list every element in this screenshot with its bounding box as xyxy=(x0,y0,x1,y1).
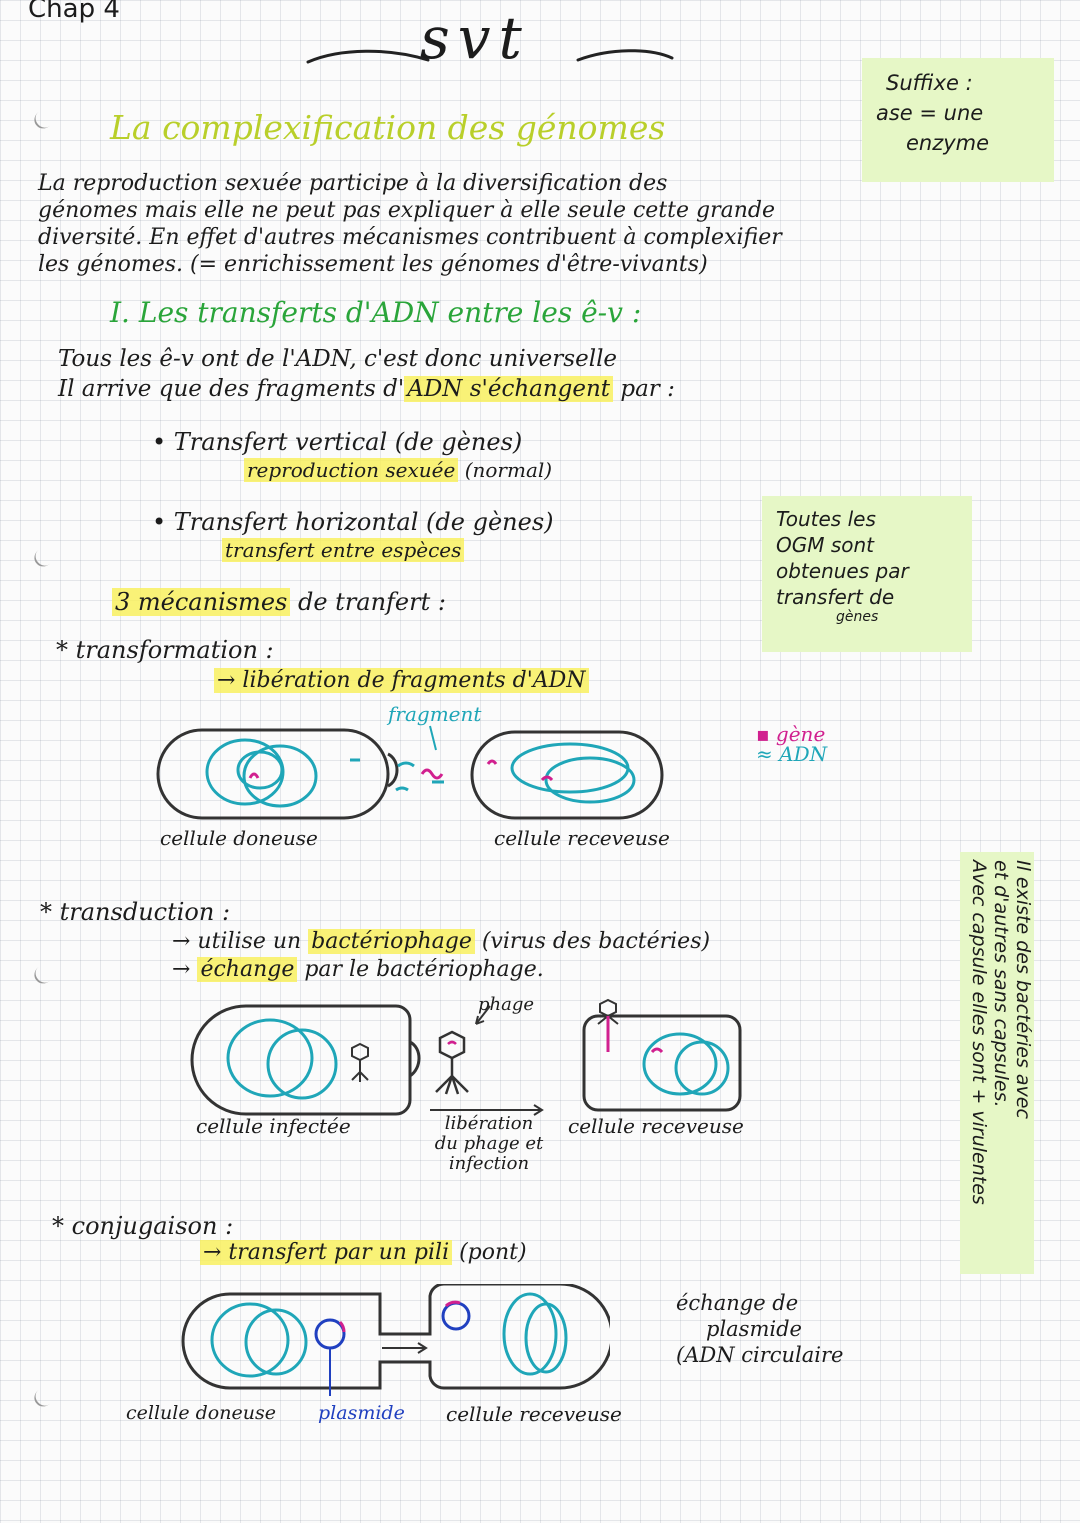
legend: ▪ gène ≈ ADN xyxy=(756,722,828,766)
donor-cell-3-label: cellule doneuse xyxy=(126,1402,276,1424)
phage-label: phage xyxy=(478,994,535,1015)
margin-mark xyxy=(30,960,58,988)
donor-gene xyxy=(248,772,260,779)
phage-attached-icon xyxy=(597,998,619,1052)
transformation-title: * transformation : xyxy=(56,636,274,664)
transformation-arrow: → libération de fragments d'ADN xyxy=(214,668,589,693)
recipient-plasmid xyxy=(441,1301,471,1331)
intro-paragraph: La reproduction sexuée participe à la di… xyxy=(38,171,782,277)
infected-dna xyxy=(226,1018,338,1100)
recipient-dna-2 xyxy=(642,1032,730,1096)
transduction-title: * transduction : xyxy=(40,898,231,926)
margin-mark xyxy=(30,1383,58,1411)
echange-note: échange de plasmide (ADN circulaire xyxy=(676,1291,844,1367)
page-title: La complexification des génomes xyxy=(110,108,666,147)
infected-cell xyxy=(190,1004,412,1116)
recipient-cell-2 xyxy=(582,1014,742,1112)
vertical-transfer-sub: reproduction sexuée (normal) xyxy=(244,458,552,482)
recipient-dna-3 xyxy=(502,1292,568,1376)
section-intro: Tous les ê-v ont de l'ADN, c'est donc un… xyxy=(58,346,675,402)
donor-cell xyxy=(156,728,390,820)
horizontal-transfer-sub: transfert entre espèces xyxy=(222,538,465,562)
plasmide-label: plasmide xyxy=(318,1402,405,1424)
subject-title: svt xyxy=(420,4,530,72)
donor-plasmid xyxy=(314,1318,346,1350)
horizontal-transfer: • Transfert horizontal (de gènes) xyxy=(152,508,554,536)
subject-flourish xyxy=(306,49,674,64)
conjugaison-arrow: → transfert par un pili (pont) xyxy=(200,1240,527,1265)
chapter-label: Chap 4 xyxy=(28,0,120,24)
vertical-transfer: • Transfert vertical (de gènes) xyxy=(152,428,523,456)
phage-small-icon xyxy=(351,1042,369,1082)
legend-gene-marker: ▪ xyxy=(756,722,776,746)
fragment-label: fragment xyxy=(388,702,482,726)
mecanismes-line: 3 mécanismes de tranfert : xyxy=(112,588,446,616)
gene-fragment xyxy=(420,768,444,780)
liberation-label: libération du phage et infection xyxy=(434,1113,544,1174)
donor-dna-3 xyxy=(210,1302,308,1378)
margin-mark xyxy=(30,543,58,571)
conjugaison-title: * conjugaison : xyxy=(52,1212,234,1240)
recipient-dna xyxy=(510,742,636,804)
conjugating-cells xyxy=(181,1284,610,1390)
conjugaison-diagram xyxy=(181,1284,610,1396)
donor-cell-label: cellule doneuse xyxy=(160,826,318,850)
legend-adn-marker: ≈ xyxy=(756,742,780,766)
note-suffixe: Suffixe : ase = une enzyme xyxy=(862,58,1054,182)
transformation-diagram xyxy=(156,725,664,820)
infected-cell-label: cellule infectée xyxy=(196,1114,351,1138)
dna-fragments xyxy=(350,758,444,792)
transduction-lines: → utilise un bactériophage (virus des ba… xyxy=(172,929,711,982)
recipient-cell xyxy=(470,730,664,820)
recipient-cell-2-label: cellule receveuse xyxy=(568,1114,744,1138)
phage-icon xyxy=(435,1030,469,1095)
donor-dna xyxy=(205,738,318,808)
margin-mark xyxy=(30,105,58,133)
section-heading: I. Les transferts d'ADN entre les ê-v : xyxy=(110,296,642,329)
transduction-diagram xyxy=(190,998,742,1116)
recipient-cell-label: cellule receveuse xyxy=(494,826,670,850)
note-bacteries: Il existe des bactéries avec et d'autres… xyxy=(960,852,1034,1274)
note-ogm: Toutes les OGM sont obtenues par transfe… xyxy=(762,496,972,652)
recipient-cell-3-label: cellule receveuse xyxy=(446,1402,622,1426)
